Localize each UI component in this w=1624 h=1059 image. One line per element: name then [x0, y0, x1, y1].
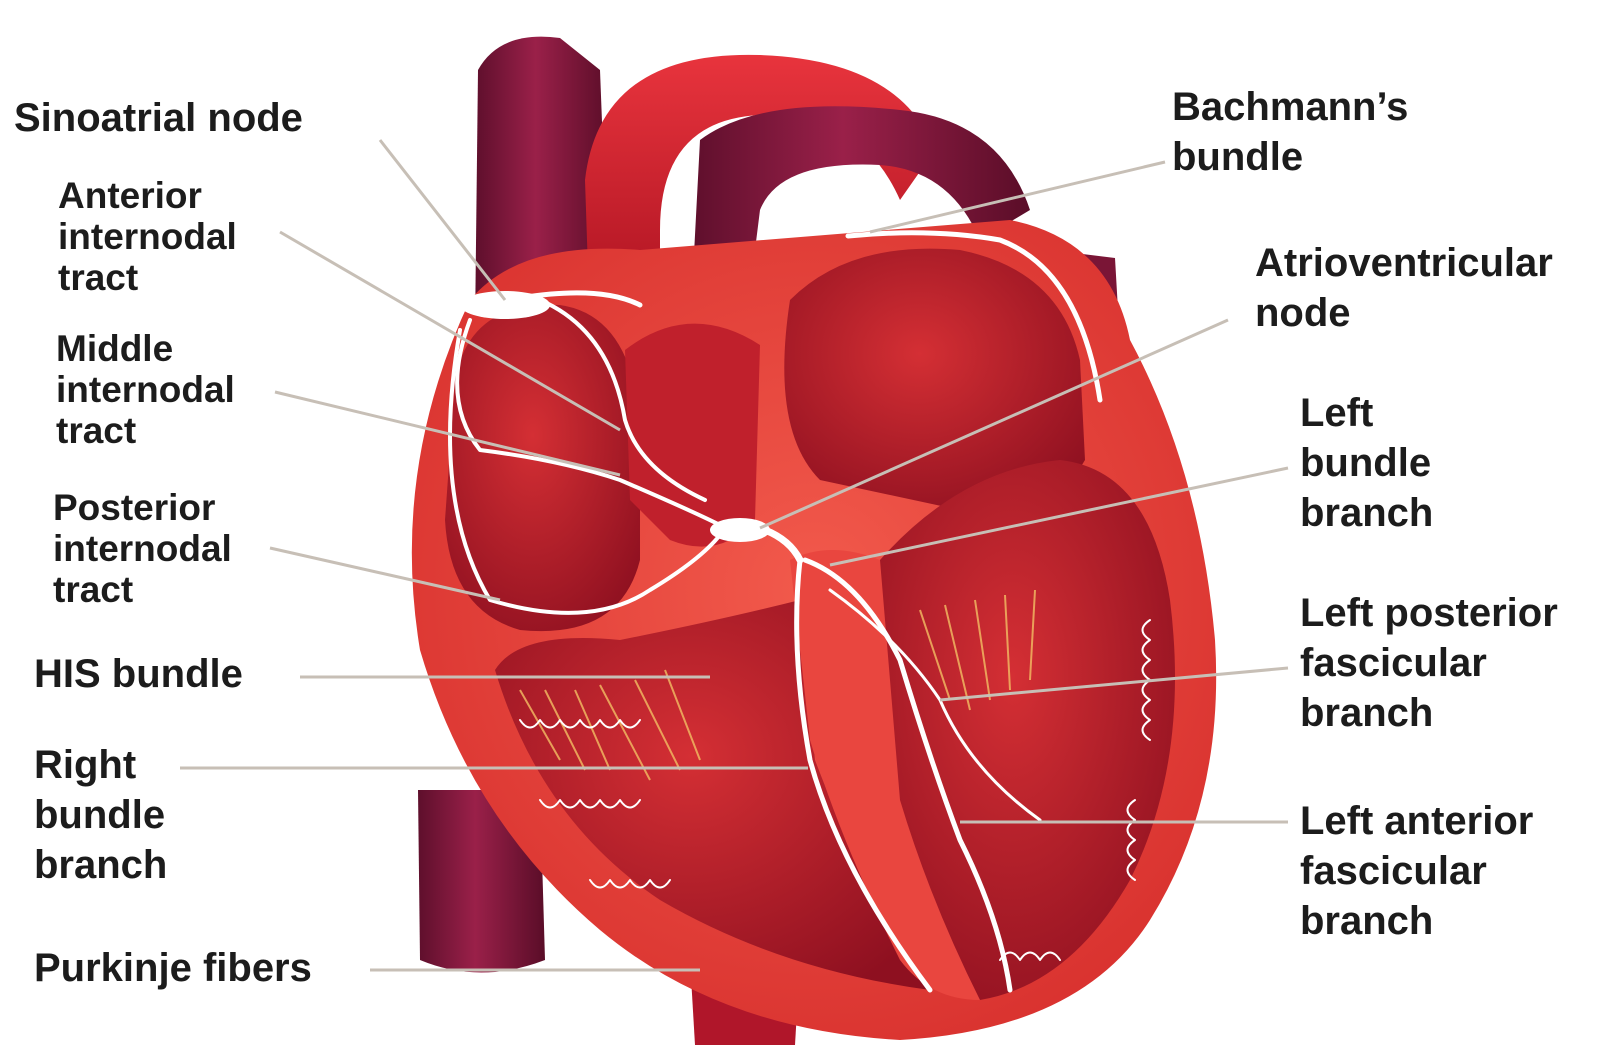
label-left-posterior-fascicular-branch: Left posterior fascicular branch — [1300, 588, 1558, 738]
label-posterior-internodal-tract: Posterior internodal tract — [53, 487, 232, 610]
label-anterior-internodal-tract: Anterior internodal tract — [58, 175, 237, 298]
label-left-anterior-fascicular-branch: Left anterior fascicular branch — [1300, 796, 1533, 946]
label-bachmanns-bundle: Bachmann’s bundle — [1172, 82, 1408, 182]
label-right-bundle-branch: Right bundle branch — [34, 740, 167, 890]
label-his-bundle: HIS bundle — [34, 649, 243, 699]
right-atrium — [445, 305, 640, 631]
av-node — [710, 518, 770, 542]
label-atrioventricular-node: Atrioventricular node — [1255, 238, 1553, 338]
label-sinoatrial-node: Sinoatrial node — [14, 93, 303, 143]
label-middle-internodal-tract: Middle internodal tract — [56, 328, 235, 451]
label-purkinje-fibers: Purkinje fibers — [34, 943, 312, 993]
label-left-bundle-branch: Left bundle branch — [1300, 388, 1433, 538]
